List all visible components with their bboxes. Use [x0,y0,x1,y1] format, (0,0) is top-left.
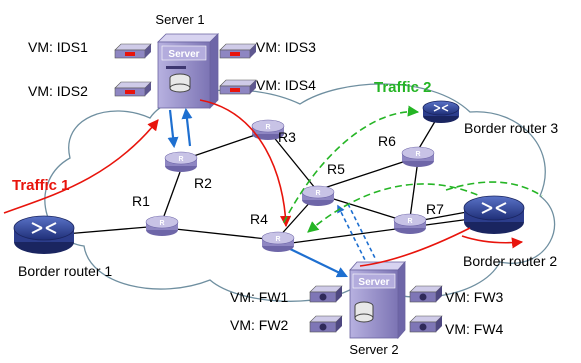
server-2: Server Server 2 [349,260,406,357]
vm-ids3-label: VM: IDS3 [256,39,316,55]
link-r4-br2 [283,217,479,245]
router-icon [401,146,435,160]
svg-text:R: R [159,220,164,227]
router-r1-label: R1 [132,193,150,209]
vm-fw4-label: VM: FW4 [445,321,504,337]
router-r5: R [301,185,335,206]
border-router-2 [463,195,525,234]
server-1-badge: Server [168,49,199,60]
svg-text:R: R [415,151,420,158]
router-icon [251,119,285,133]
border-router-3-label: Border router 3 [464,120,558,136]
link-r1-r4 [165,227,277,241]
router-icon [164,151,198,165]
traffic-2-path [281,105,543,233]
router-r3: R [251,119,285,140]
router-icon [393,213,427,227]
border-router-2-label: Border router 2 [463,253,557,269]
router-r1: R [145,215,179,236]
link-r4-r5 [277,199,313,239]
ids-vm-icon [219,79,257,95]
ids-vm-icon [219,43,257,59]
link-r5-r6 [317,157,416,191]
svg-text:R: R [407,218,412,225]
vm-fw3-label: VM: FW3 [445,289,504,305]
firewall-vm-icon [309,285,343,303]
r4-server2-links [283,245,348,278]
firewall-vm-icon [409,285,443,303]
ids-vm-icons [114,43,257,97]
router-r2: R [164,151,198,172]
svg-text:R: R [275,236,280,243]
router-r5-label: R5 [327,161,345,177]
router-r3-label: R3 [278,129,296,145]
router-r2-label: R2 [194,175,212,191]
firewall-vm-icon [309,315,343,333]
border-router-icon [13,215,75,241]
server-2-badge: Server [358,277,389,288]
ids-vm-icon [114,81,152,97]
link-br1-r1 [64,225,161,235]
router-r6: R [401,146,435,167]
vm-ids4-label: VM: IDS4 [256,77,316,93]
vm-ids2-label: VM: IDS2 [28,83,88,99]
routers: R R R R R R [145,119,435,252]
router-r4-label: R4 [250,211,268,227]
traffic-1-label: Traffic 1 [12,177,70,194]
svg-text:R: R [178,156,183,163]
link-r5-r7 [323,195,409,223]
border-router-3 [422,100,460,123]
traffic-1-path [3,99,524,267]
svg-text:R: R [265,124,270,131]
router-icon [261,231,295,245]
link-r1-r2 [163,171,181,217]
border-router-icon [463,195,525,221]
border-router-1-label: Border router 1 [18,263,112,279]
border-router-1 [13,215,75,254]
server-1-label: Server 1 [155,12,204,27]
router-r6-label: R6 [378,133,396,149]
r5-server2-links [337,203,377,263]
vm-ids1-label: VM: IDS1 [28,39,88,55]
traffic-2-label: Traffic 2 [374,79,432,96]
router-r7: R [393,213,427,234]
fw-vm-icons [309,285,443,333]
server-1: Server Server 1 [155,12,219,109]
firewall-vm-icon [409,315,443,333]
link-r3-r5 [271,134,316,189]
link-r6-r7 [409,159,419,219]
vm-fw1-label: VM: FW1 [230,289,289,305]
border-router-icon [422,100,460,116]
ids-vm-icon [114,43,152,59]
server1-r2-links [167,107,193,149]
router-icon [145,215,179,229]
router-r4: R [261,231,295,252]
router-r7-label: R7 [426,201,444,217]
vm-fw2-label: VM: FW2 [230,317,289,333]
svg-text:R: R [315,190,320,197]
server-2-label: Server 2 [349,342,398,357]
